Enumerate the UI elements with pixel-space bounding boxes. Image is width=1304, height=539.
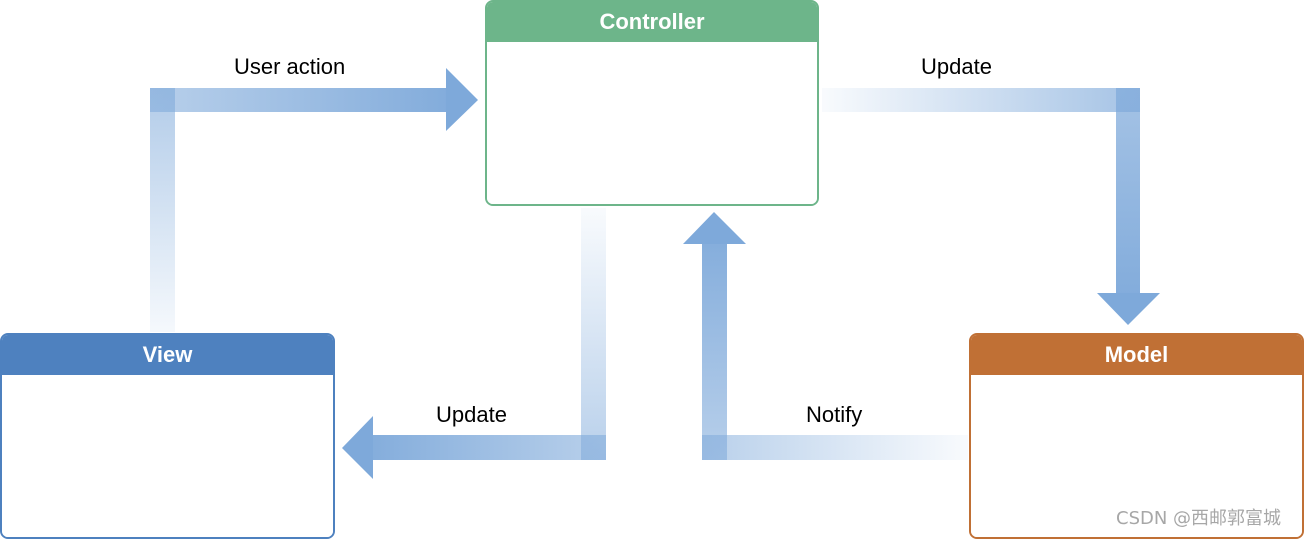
arrow-update-view [342,208,606,479]
controller-body [487,42,817,204]
model-box: Model [969,333,1304,539]
notify-label: Notify [806,402,863,427]
watermark: CSDN @西邮郭富城 [1116,508,1282,529]
update-view-label: Update [436,402,507,427]
arrow-update-model [822,88,1160,325]
view-box: View [0,333,335,539]
arrow-notify [683,212,968,460]
model-title: Model [971,335,1302,375]
arrow-user-action [150,68,478,332]
user-action-label: User action [234,54,346,79]
update-model-label: Update [921,54,992,79]
view-body [2,375,333,537]
controller-title: Controller [487,2,817,42]
model-body [971,375,1302,537]
view-title: View [2,335,333,375]
controller-box: Controller [485,0,819,206]
